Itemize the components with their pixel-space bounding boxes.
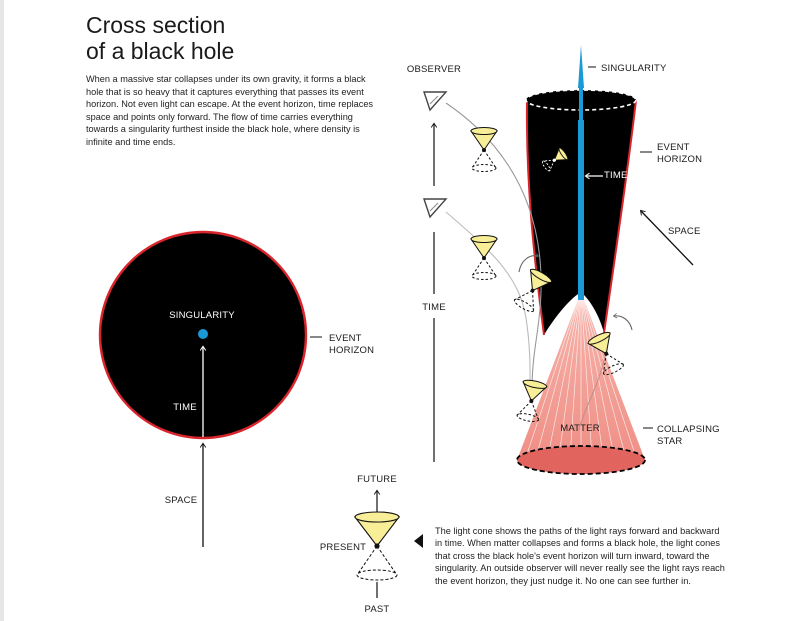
singularity-dot — [198, 329, 208, 339]
page-edge — [0, 0, 4, 621]
circle-time-label: TIME — [173, 402, 197, 413]
star-base — [517, 446, 645, 474]
title-line-1: Cross section — [86, 12, 226, 38]
matter-label: MATTER — [560, 423, 600, 434]
circle-singularity-label: SINGULARITY — [169, 310, 235, 321]
light-cone-icon — [541, 147, 569, 172]
legend-future-rim — [354, 511, 400, 523]
light-cone-icon — [470, 127, 498, 172]
legend-present-label: PRESENT — [320, 542, 366, 553]
legend-caption: The light cone shows the paths of the li… — [435, 526, 725, 586]
star-base-rim — [516, 445, 646, 475]
time-axis-label: TIME — [422, 302, 446, 313]
matter-path — [578, 351, 607, 431]
legend-past-label: PAST — [365, 604, 390, 615]
circle-space-label: SPACE — [165, 495, 198, 506]
singularity-spike-stem — [579, 86, 583, 122]
eye-icon — [423, 198, 448, 219]
turn-arrow — [612, 312, 633, 331]
star-ray-lines — [522, 291, 640, 474]
circle-horizon-label-1: EVENT — [329, 333, 362, 344]
funnel-horizon-label-1: EVENT — [657, 142, 690, 153]
star-label-1: COLLAPSING — [657, 424, 720, 435]
eye-icon — [423, 91, 448, 112]
pointer-triangle-icon — [414, 534, 423, 548]
singularity-beam — [578, 120, 584, 300]
circle-horizon-label-2: HORIZON — [329, 345, 374, 356]
funnel-diagram: SINGULARITY TIME EVENT HORIZON SPACE MAT… — [407, 45, 720, 475]
legend-future-label: FUTURE — [357, 474, 397, 485]
legend-past-cone — [356, 545, 398, 576]
turn-arrow — [518, 252, 540, 273]
light-cone-icon — [587, 331, 625, 376]
event-horizon-right — [603, 99, 637, 334]
observer-label: OBSERVER — [407, 64, 461, 75]
funnel-time-label: TIME — [604, 170, 628, 181]
light-cone-icon — [470, 235, 498, 280]
singularity-spike — [578, 45, 584, 88]
circle-diagram: SINGULARITY TIME SPACE EVENT HORIZON — [98, 230, 374, 547]
page-title: Cross section of a black hole — [86, 12, 234, 64]
legend-past-rim — [356, 569, 398, 581]
light-cone-legend: FUTURE PRESENT PAST — [320, 474, 423, 615]
intro-paragraph: When a massive star collapses under its … — [86, 74, 374, 147]
light-cone-icon — [516, 379, 548, 423]
present-dot — [374, 543, 380, 549]
space-arrow — [639, 209, 694, 266]
funnel-space-label: SPACE — [668, 226, 701, 237]
funnel-horizon-label-2: HORIZON — [657, 154, 702, 165]
title-line-2: of a black hole — [86, 38, 235, 64]
star-label-2: STAR — [657, 436, 682, 447]
funnel-singularity-label: SINGULARITY — [601, 63, 667, 74]
light-cone-icon — [513, 268, 553, 313]
